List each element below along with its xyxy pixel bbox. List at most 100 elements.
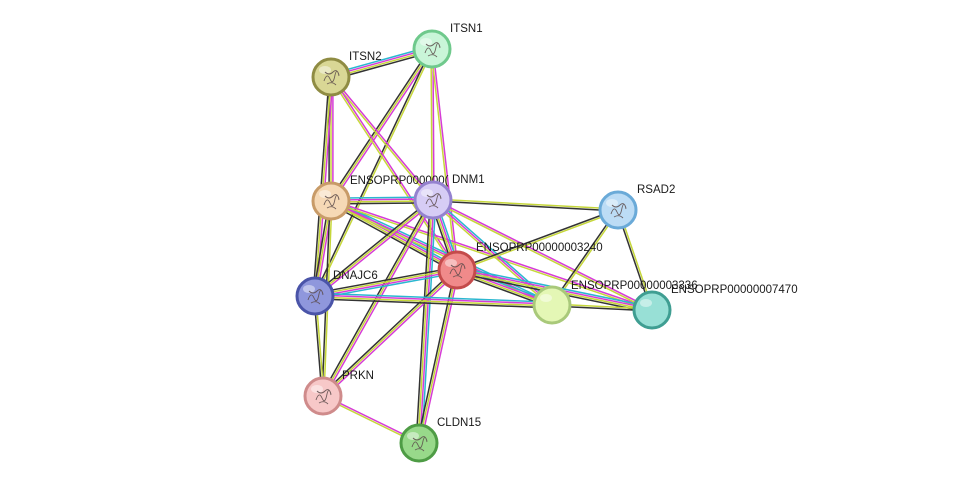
edge-itsn1-dnm1[interactable] [430, 48, 435, 201]
protein-structure-icon [323, 194, 340, 210]
node-dnm1[interactable]: DNM1 [413, 174, 485, 220]
node-highlight [445, 259, 457, 267]
node-cldn15[interactable]: CLDN15 [399, 417, 481, 463]
edge-dnm1-dnajc6[interactable] [313, 197, 435, 299]
edge-dnm1-cldn15[interactable] [415, 199, 437, 444]
edge-rsad2-ensoprp00000003240[interactable] [456, 208, 619, 272]
edge-dnajc6-ensoprp_b[interactable] [314, 292, 553, 309]
node-ensoprp00000007470[interactable]: ENSOPRP00000007470 [632, 284, 798, 330]
node-circle[interactable] [311, 57, 351, 97]
protein-structure-icon [315, 389, 332, 405]
edge-line-text [329, 77, 433, 202]
node-label: ENSOPRP00000007470 [671, 284, 798, 296]
node-circle[interactable] [532, 285, 572, 325]
edge-dnm1-rsad2[interactable] [432, 198, 619, 212]
edge-line-coexp [328, 47, 432, 201]
node-circle[interactable] [303, 376, 343, 416]
edge-line-text [314, 296, 552, 307]
node-circle[interactable] [632, 290, 672, 330]
edge-line-coexp [314, 298, 552, 309]
edge-itsn1-dnajc6[interactable] [313, 48, 434, 297]
edge-line-text [314, 268, 457, 296]
edge-line-coexp [313, 197, 433, 296]
edge-line-exp [420, 270, 460, 444]
edge-line-exp [432, 199, 553, 306]
node-highlight [407, 432, 419, 440]
node-ensoprp00000003240[interactable]: ENSOPRP00000003240 [437, 242, 603, 290]
node-label: RSAD2 [637, 184, 675, 196]
edge-line-text [433, 198, 619, 210]
node-circle[interactable] [295, 276, 335, 316]
edges-layer [312, 45, 654, 445]
edge-line-db [315, 292, 553, 303]
edge-itsn1-ensoprp00000003240[interactable] [430, 48, 459, 271]
node-label: DNAJC6 [333, 270, 378, 282]
node-circle[interactable] [311, 181, 351, 221]
edge-line-exp [331, 49, 435, 203]
node-circle[interactable] [413, 180, 453, 220]
edge-ensoprp00000003240-prkn[interactable] [321, 268, 459, 398]
edge-line-exp [331, 75, 435, 200]
edge-line-coexp [432, 200, 618, 212]
node-circle[interactable] [437, 250, 477, 290]
node-highlight [640, 299, 652, 307]
edge-line-coexp [415, 199, 431, 443]
edge-line-text [431, 200, 552, 307]
node-highlight [421, 189, 433, 197]
node-ensoprp_b[interactable]: ENSOPRP00000003336 [532, 280, 698, 325]
protein-structure-icon [610, 203, 627, 219]
node-label: PRKN [342, 370, 374, 382]
node-itsn1[interactable]: ITSN1 [412, 23, 483, 69]
protein-structure-icon [449, 263, 466, 279]
edge-line-exp [432, 48, 435, 200]
node-rsad2[interactable]: RSAD2 [598, 184, 675, 230]
edge-line-exp [419, 200, 435, 444]
protein-structure-icon [323, 70, 340, 86]
edge-line-text [322, 269, 458, 397]
edge-line-text [457, 210, 619, 272]
node-dnajc6[interactable]: DNAJC6 [295, 270, 378, 316]
node-ensoprp_a[interactable]: ENSOPRP000000( [311, 175, 449, 221]
edge-line-text [417, 199, 433, 443]
edge-line-coexp [313, 48, 432, 296]
edge-line-db [331, 198, 554, 304]
edge-line-coexp [314, 266, 457, 294]
node-circle[interactable] [598, 190, 638, 230]
edge-line-exp [315, 200, 435, 299]
protein-structure-icon [411, 436, 428, 452]
edge-line-exp [315, 294, 553, 305]
edge-line-text [329, 77, 457, 271]
edge-line-db [421, 200, 437, 444]
node-label: ITSN2 [349, 51, 382, 63]
edge-line-coexp [456, 208, 618, 270]
protein-structure-icon [425, 193, 442, 209]
node-label: ENSOPRP00000003336 [571, 280, 698, 292]
edge-line-text [330, 48, 433, 202]
node-label: ENSOPRP00000003240 [476, 242, 603, 254]
node-itsn2[interactable]: ITSN2 [311, 51, 382, 97]
node-highlight [420, 38, 432, 46]
edge-line-coexp [321, 268, 457, 396]
nodes-layer: ITSN1ITSN2ENSOPRP000000(DNM1RSAD2ENSOPRP… [295, 23, 798, 463]
edge-itsn2-dnm1[interactable] [329, 75, 435, 202]
node-highlight [540, 294, 552, 302]
edge-line-text [315, 49, 434, 297]
node-label: DNM1 [452, 174, 485, 186]
edge-line-text [314, 199, 434, 297]
node-highlight [606, 199, 618, 207]
node-highlight [319, 66, 331, 74]
node-prkn[interactable]: PRKN [303, 370, 374, 416]
edge-line-text [432, 200, 652, 312]
node-label: ITSN1 [450, 23, 483, 35]
node-circle[interactable] [412, 29, 452, 69]
edge-dnm1-ensoprp00000007470[interactable] [432, 198, 653, 312]
edge-line-exp [432, 48, 459, 270]
node-circle[interactable] [399, 423, 439, 463]
edge-line-text [430, 49, 433, 201]
node-highlight [303, 285, 315, 293]
edge-itsn1-ensoprp_a[interactable] [328, 47, 435, 203]
node-highlight [311, 385, 323, 393]
edge-line-exp [323, 270, 459, 398]
protein-structure-icon [307, 289, 324, 305]
